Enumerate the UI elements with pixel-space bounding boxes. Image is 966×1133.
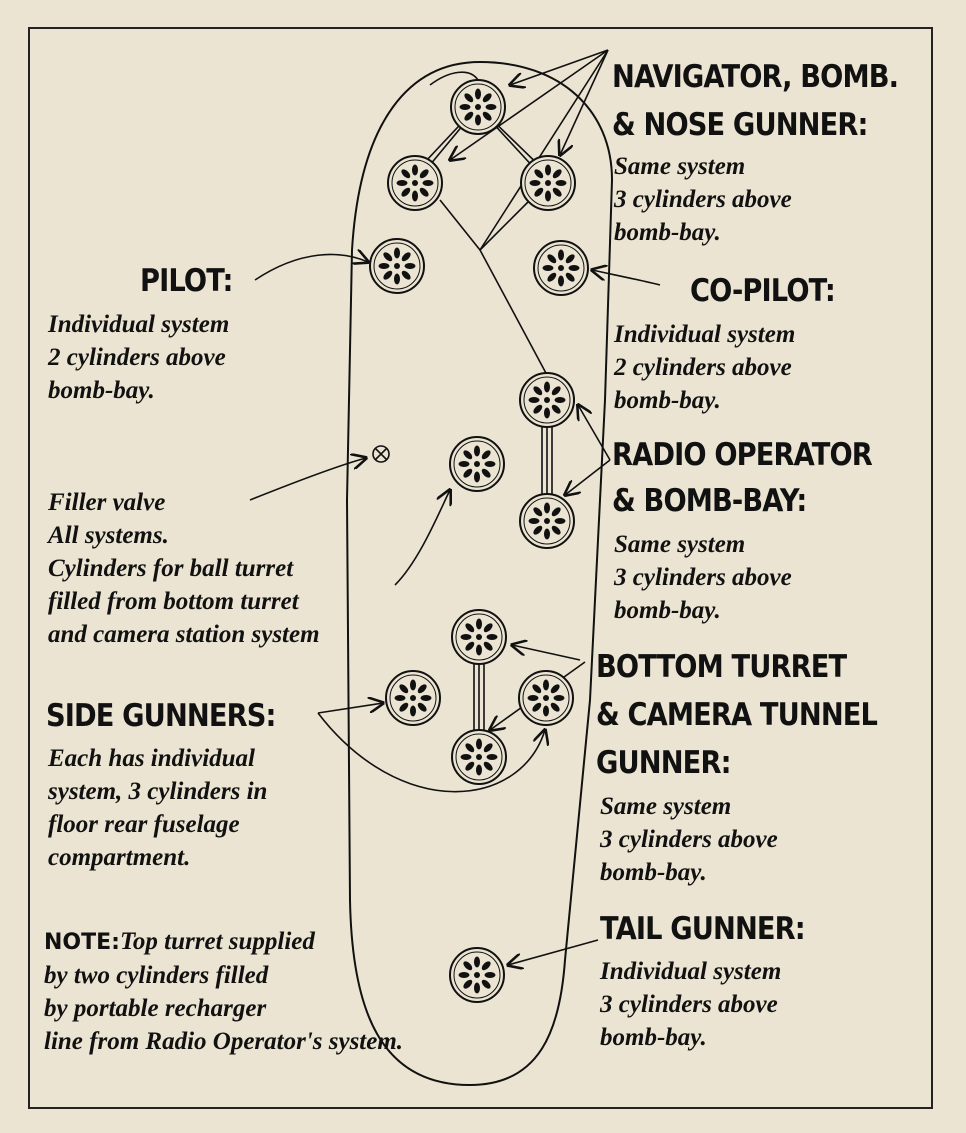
oxygen-cylinder-icon: [387, 155, 443, 211]
oxygen-cylinder-icon: [369, 238, 425, 294]
tail-gunner-title: TAIL GUNNER:: [600, 911, 806, 947]
oxygen-cylinder-icon: [449, 947, 505, 1003]
radio-title: RADIO OPERATOR: [612, 437, 873, 473]
oxygen-cylinder-icon: [518, 670, 574, 726]
fuselage-outline: [345, 60, 614, 1087]
bottom-turret-title: BOTTOM TURRET: [596, 649, 847, 685]
diagram-frame: [28, 27, 933, 1109]
oxygen-cylinder-icon: [450, 79, 506, 135]
oxygen-cylinder-icon: [451, 609, 507, 665]
copilot-title: CO-PILOT:: [690, 273, 836, 309]
oxygen-cylinder-icon: [533, 240, 589, 296]
radio-title-2: & BOMB-BAY:: [612, 483, 807, 519]
oxygen-cylinder-icon: [520, 155, 576, 211]
oxygen-cylinder-icon: [385, 670, 441, 726]
note-title: NOTE:: [44, 930, 120, 955]
bottom-turret-title-2: & CAMERA TUNNEL: [596, 697, 878, 733]
oxygen-cylinder-icon: [519, 493, 575, 549]
navigator-title: NAVIGATOR, BOMB.: [612, 59, 899, 95]
oxygen-cylinder-icon: [519, 372, 575, 428]
pilot-title: PILOT:: [140, 263, 233, 299]
filler-valve-icon: [372, 445, 390, 463]
side-gunners-title: SIDE GUNNERS:: [46, 698, 276, 734]
bottom-turret-title-3: GUNNER:: [596, 745, 731, 781]
navigator-title-2: & NOSE GUNNER:: [612, 107, 868, 143]
oxygen-cylinder-icon: [451, 729, 507, 785]
oxygen-cylinder-icon: [449, 436, 505, 492]
note: NOTE:Top turret supplied by two cylinder…: [44, 928, 404, 1055]
